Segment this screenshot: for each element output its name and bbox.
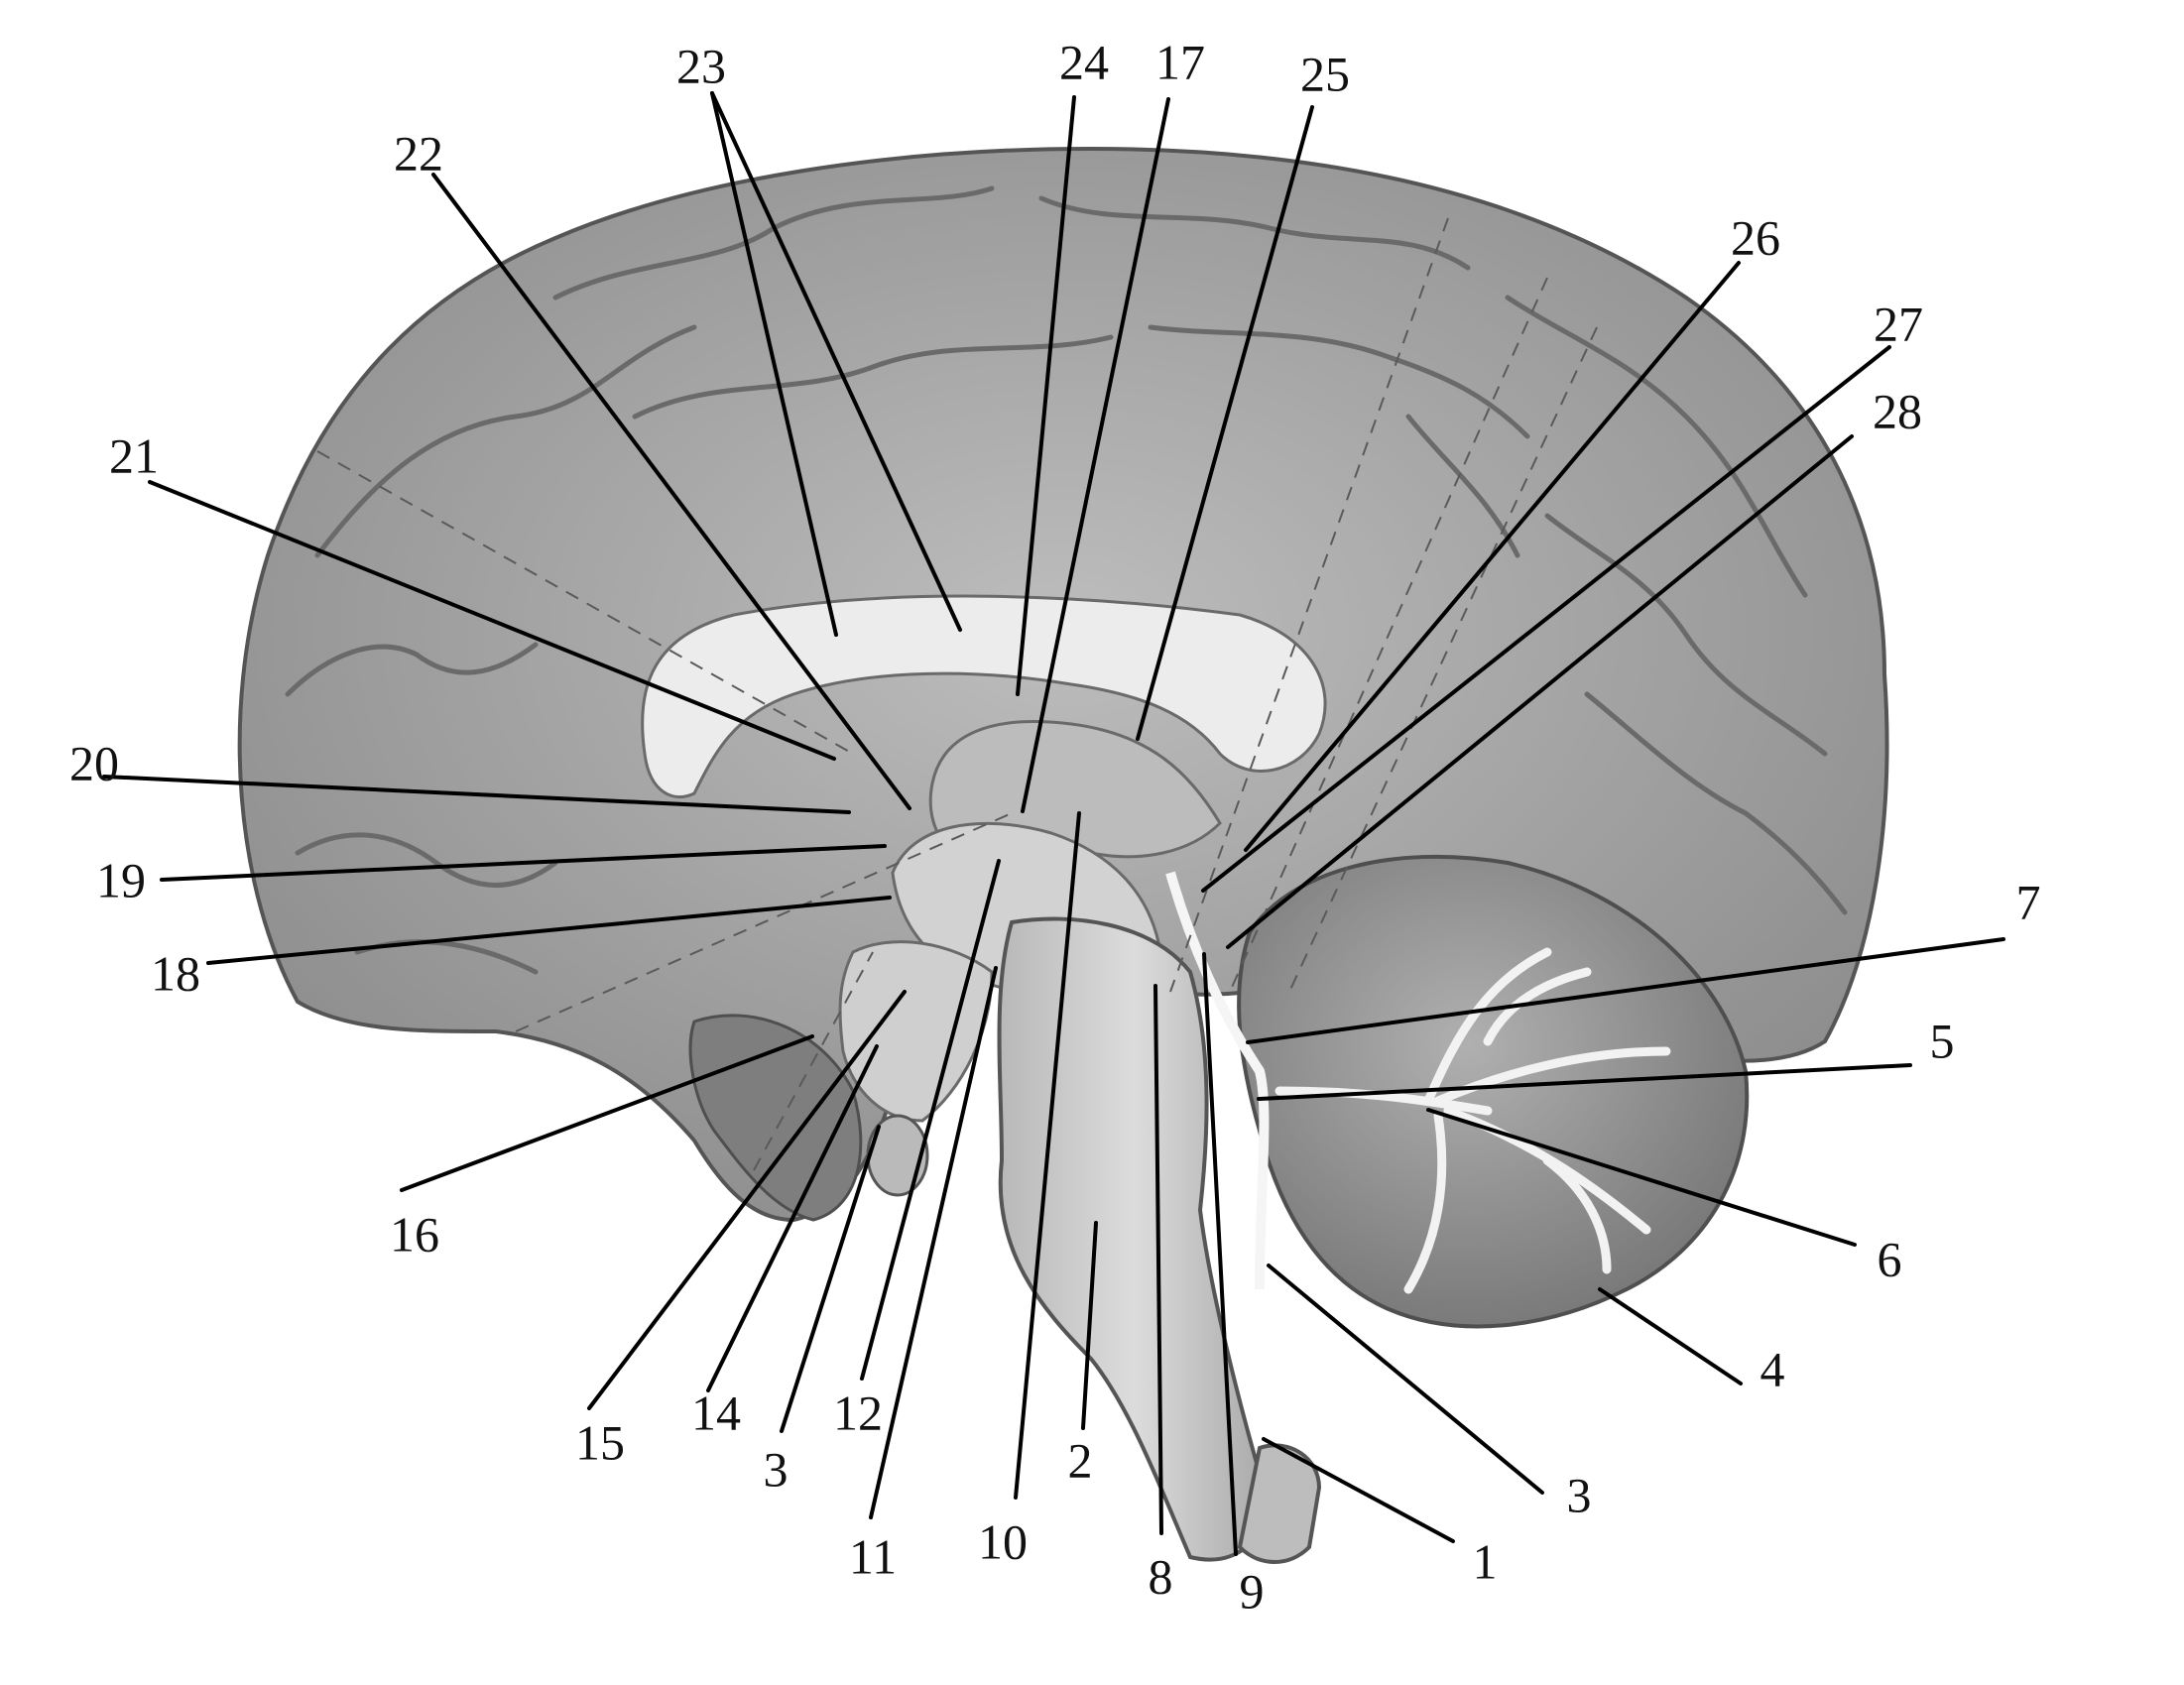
- label-4: 4: [1760, 1341, 1785, 1396]
- label-27: 27: [1874, 296, 1923, 351]
- leader-17: [1021, 97, 1170, 813]
- spinal-cord: [1237, 1443, 1322, 1564]
- leader-16: [400, 1034, 814, 1192]
- label-11: 11: [849, 1528, 897, 1584]
- label-1: 1: [1473, 1533, 1498, 1589]
- leader-3b: [1267, 1264, 1544, 1495]
- leader-5: [1257, 1063, 1912, 1101]
- leader-26: [1244, 261, 1741, 852]
- label-28: 28: [1873, 383, 1922, 438]
- label-15: 15: [575, 1414, 625, 1470]
- label-12: 12: [833, 1384, 883, 1440]
- leader-23a: [710, 91, 838, 637]
- leader-11: [869, 966, 998, 1519]
- leader-lines: [102, 91, 2005, 1556]
- leader-25: [1136, 105, 1314, 741]
- label-23: 23: [676, 38, 726, 93]
- label-17: 17: [1155, 34, 1205, 89]
- leader-6: [1426, 1108, 1857, 1247]
- leader-22: [431, 173, 911, 810]
- label-3a: 3: [764, 1441, 789, 1497]
- label-2: 2: [1068, 1432, 1093, 1488]
- label-3b: 3: [1567, 1467, 1592, 1522]
- leader-1: [1262, 1437, 1455, 1543]
- section-dashed-lines: [316, 217, 1598, 1171]
- label-18: 18: [151, 945, 200, 1001]
- label-5: 5: [1930, 1013, 1955, 1068]
- label-22: 22: [394, 125, 443, 181]
- fourth-ventricle: [1165, 871, 1270, 1290]
- label-20: 20: [69, 735, 119, 790]
- label-24: 24: [1059, 34, 1109, 89]
- label-14: 14: [691, 1384, 741, 1440]
- label-16: 16: [390, 1206, 439, 1262]
- leader-23b: [710, 91, 962, 632]
- leader-19: [160, 844, 887, 882]
- label-21: 21: [109, 427, 159, 483]
- leader-24: [1016, 95, 1076, 696]
- label-7: 7: [2016, 874, 2041, 929]
- leader-21: [148, 480, 836, 761]
- leader-20: [102, 775, 851, 814]
- gyri-pattern: [285, 185, 1848, 975]
- leader-15: [587, 990, 907, 1410]
- number-labels: 23 24 17 25 22 26 27 28 21 20 19 18 7 5 …: [69, 34, 2041, 1619]
- leader-3a: [780, 1125, 881, 1433]
- leader-9: [1202, 952, 1238, 1556]
- leader-14: [706, 1044, 879, 1392]
- label-19: 19: [96, 852, 146, 907]
- leader-4: [1598, 1287, 1743, 1385]
- leader-12: [860, 859, 1001, 1381]
- leader-27: [1201, 345, 1891, 893]
- leader-28: [1226, 434, 1854, 949]
- leader-8: [1153, 984, 1163, 1535]
- label-26: 26: [1731, 209, 1780, 265]
- leader-2: [1081, 1221, 1098, 1430]
- label-25: 25: [1300, 46, 1350, 101]
- label-10: 10: [978, 1513, 1028, 1569]
- leader-10: [1014, 811, 1081, 1500]
- label-9: 9: [1240, 1563, 1265, 1619]
- leader-18: [206, 896, 892, 965]
- label-6: 6: [1878, 1231, 1902, 1286]
- leader-7: [1246, 937, 2005, 1044]
- label-8: 8: [1149, 1548, 1173, 1604]
